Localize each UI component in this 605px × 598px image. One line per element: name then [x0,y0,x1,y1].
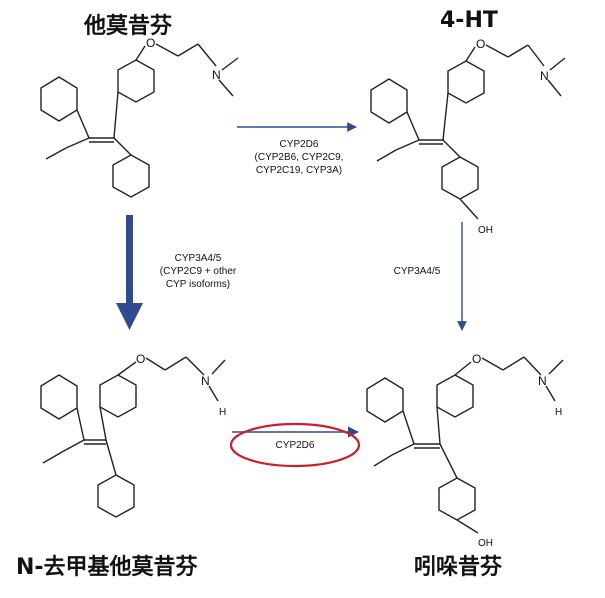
label-n-desmethyltamoxifen: N-去甲基他莫昔芬 [16,555,198,580]
molecule-endoxifen [366,356,564,534]
atom-o-tamoxifen: O [146,36,155,50]
enzyme-right-line-1: CYP3A4/5 [393,266,441,277]
atom-n-ndm: N [201,374,210,388]
enzyme-label-right: CYP3A4/5 [378,265,456,278]
label-endoxifen: 吲哚昔芬 [414,555,503,580]
enzyme-left-line-3: CYP isoforms) [165,279,231,290]
atom-o-endoxifen: O [472,352,481,366]
arrow-left-cyp3a-thick [116,215,143,330]
atom-o-4ht: O [476,37,485,51]
h-atom-endoxifen: H [555,407,562,418]
enzyme-bottom-line-1: CYP2D6 [275,440,315,451]
oh-group-endoxifen: OH [478,538,493,549]
atom-n-4ht: N [540,69,549,83]
h-atom-ndm: H [219,407,226,418]
molecule-4-hydroxytamoxifen [370,44,566,220]
enzyme-label-bottom: CYP2D6 [259,439,331,452]
atom-o-ndm: O [136,352,145,366]
enzyme-left-line-2: (CYP2C9 + other [159,266,237,277]
molecule-tamoxifen [40,43,239,198]
atom-labels: O N O N OH O N H O N H OH [136,36,562,549]
enzyme-label-top: CYP2D6 (CYP2B6, CYP2C9, CYP2C19, CYP3A) [236,138,362,177]
enzyme-top-line-3: CYP2C19, CYP3A) [255,165,343,176]
oh-group-4ht: OH [478,225,493,236]
enzyme-top-line-2: (CYP2B6, CYP2C9, [254,152,344,163]
enzyme-left-line-1: CYP3A4/5 [174,253,222,264]
label-4-hydroxytamoxifen: 4-HT [440,8,498,33]
molecule-n-desmethyltamoxifen [40,356,226,518]
atom-n-endoxifen: N [538,374,547,388]
label-tamoxifen: 他莫昔芬 [84,14,173,39]
enzyme-label-left: CYP3A4/5 (CYP2C9 + other CYP isoforms) [144,252,252,291]
atom-n-tamoxifen: N [212,68,221,82]
enzyme-top-line-1: CYP2D6 [279,139,319,150]
highlight-ellipse [229,422,361,468]
